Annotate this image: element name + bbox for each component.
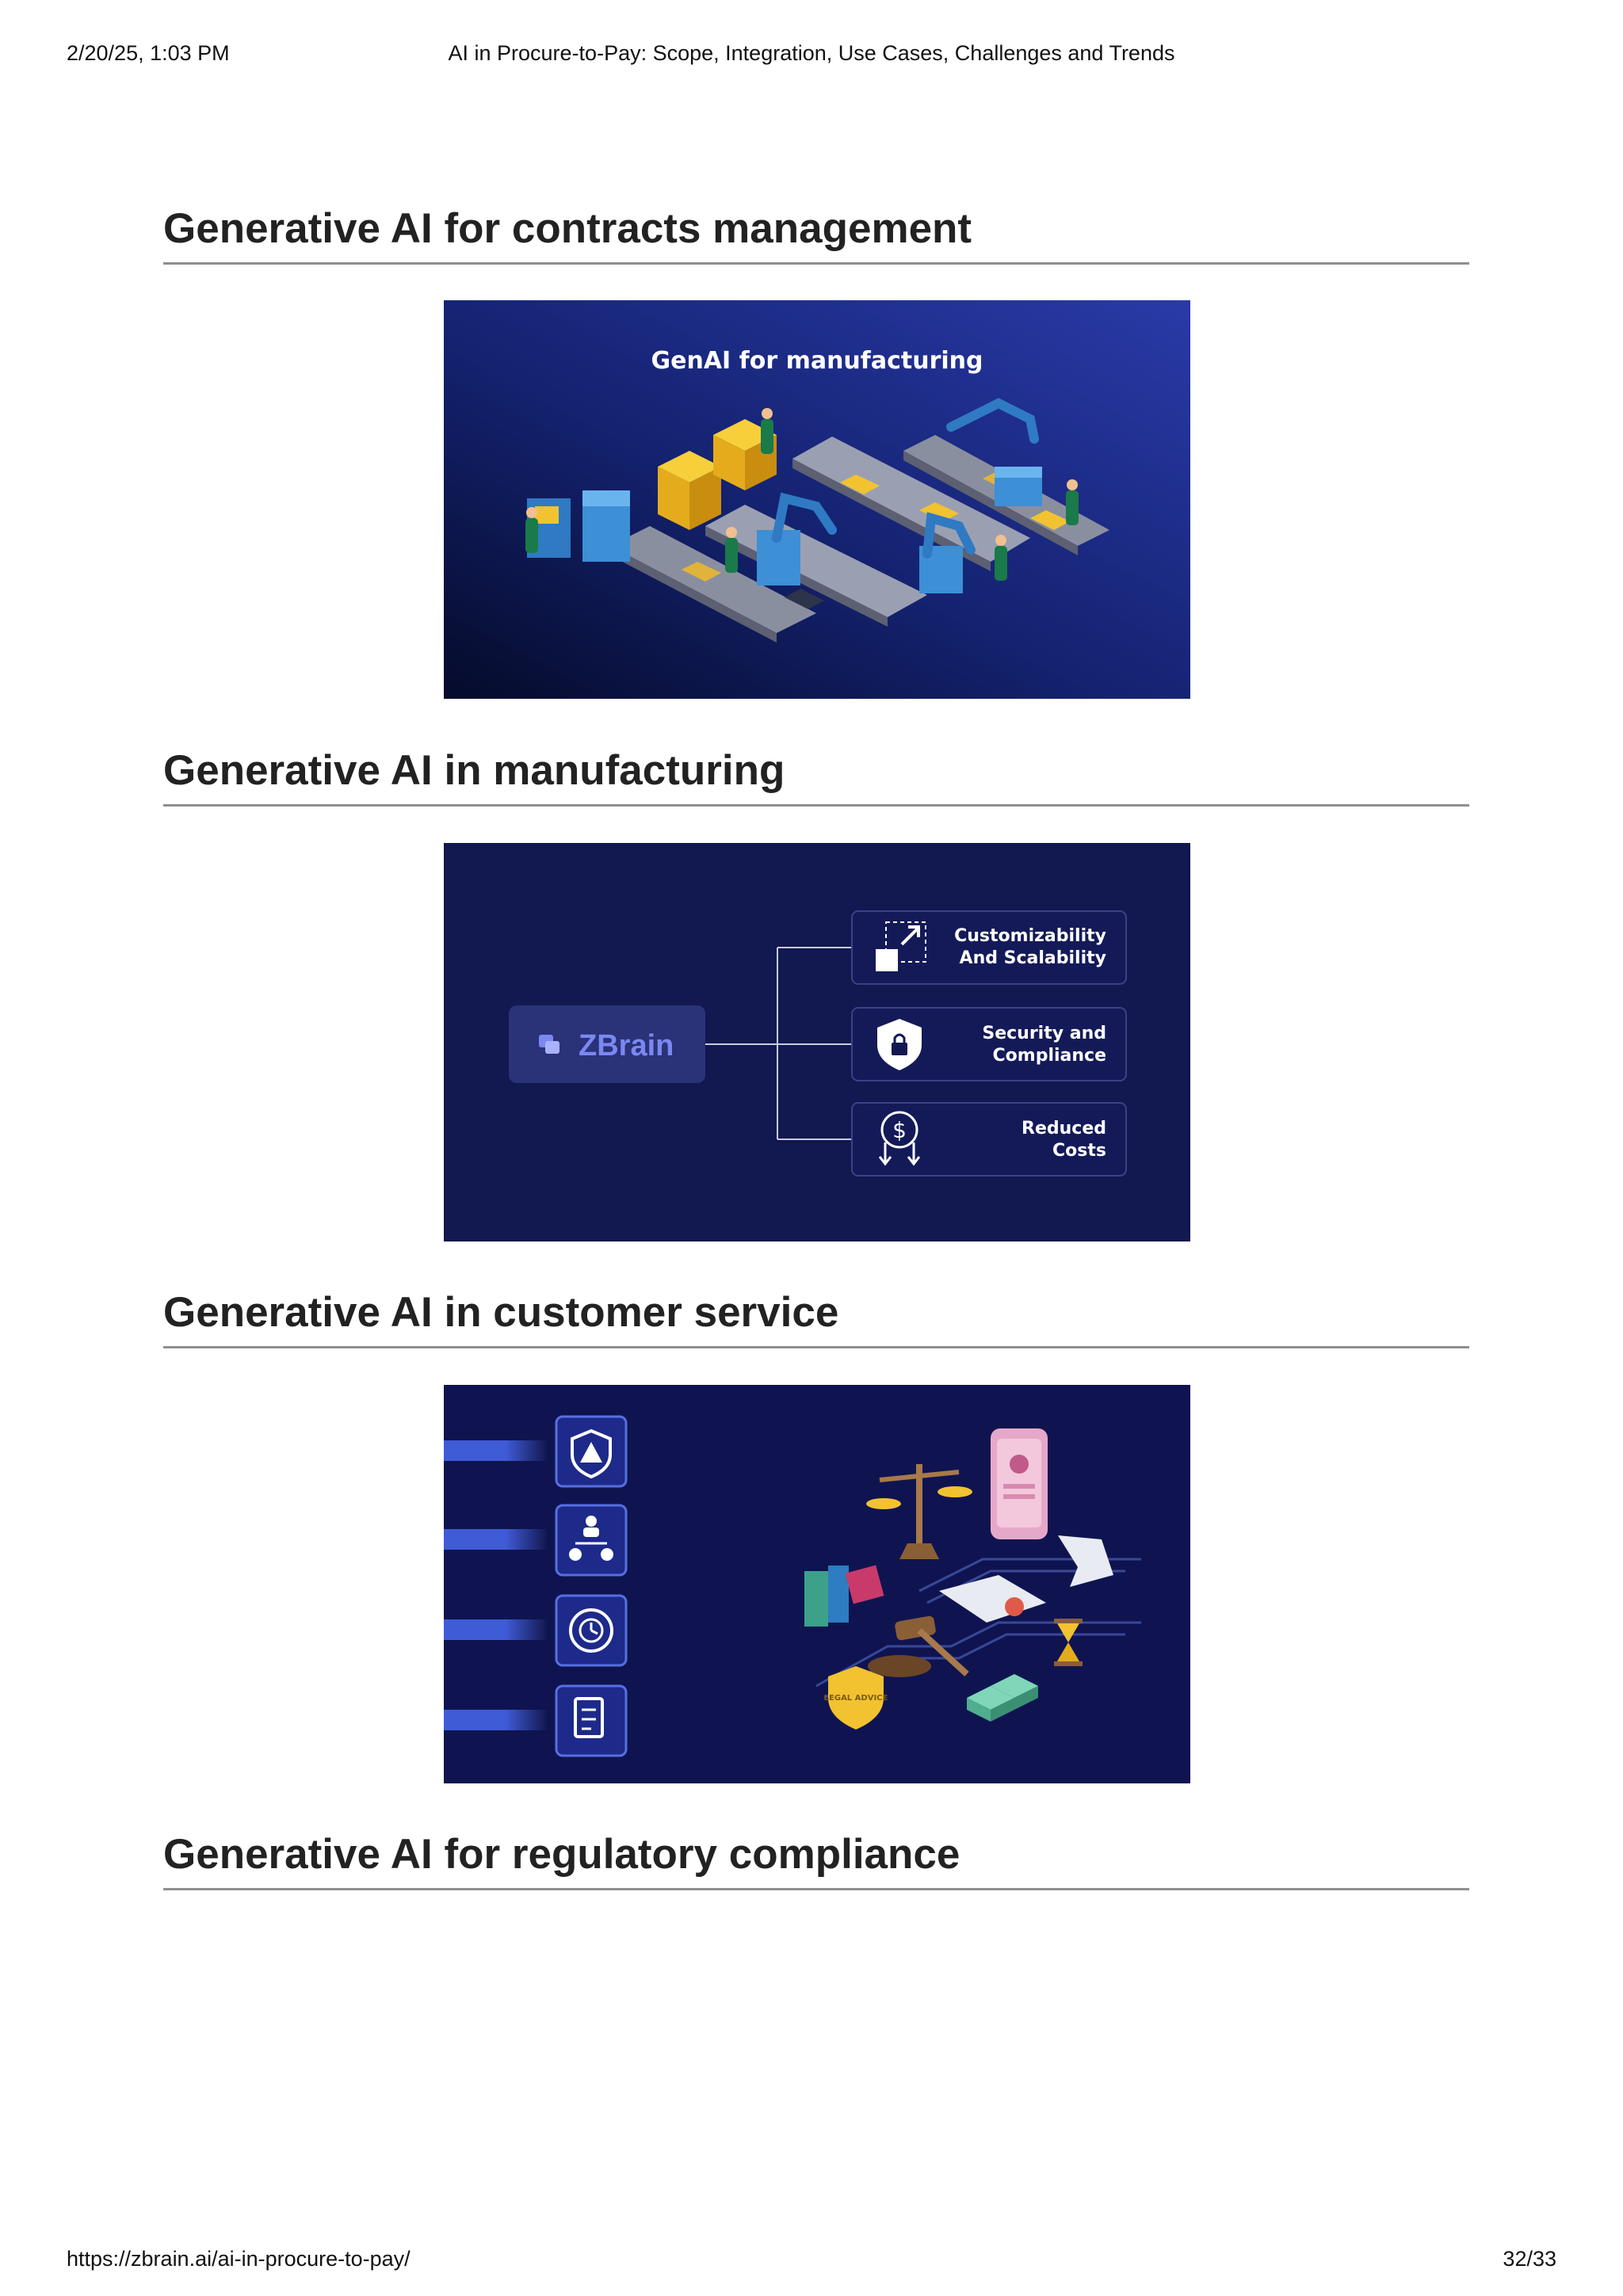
legal-advice-text: LEGAL ADVICE [824,1694,888,1703]
section-heading-regulatory-compliance: Generative AI for regulatory compliance [163,1833,1469,1890]
org-approval-icon [555,1504,628,1577]
benefit-label-line1: Security and [982,1024,1106,1043]
books-icon [804,1565,884,1627]
gavel-icon [868,1615,969,1677]
workers [525,408,1079,581]
checklist-icon [555,1684,628,1757]
benefit-security: Security and Compliance [851,1007,1127,1081]
section-heading-contracts: Generative AI for contracts management [163,208,1469,265]
print-footer: https://zbrain.ai/ai-in-procure-to-pay/ … [67,2247,1556,2279]
print-date: 2/20/25, 1:03 PM [67,41,230,65]
hourglass-icon [1054,1619,1083,1666]
benefit-costs: $ Reduced Costs [851,1102,1127,1177]
figure-caption: GenAI for manufacturing [651,347,983,375]
receipt-icon [1058,1535,1113,1587]
benefit-label-line2: Compliance [993,1046,1106,1066]
benefit-label-line1: Reduced [1022,1119,1106,1138]
zbrain-logo-text: ZBrain [579,1029,674,1062]
money-stacks-icon [967,1674,1038,1722]
clock-cycle-icon [555,1594,628,1667]
section-heading-manufacturing: Generative AI in manufacturing [163,749,1469,807]
print-title: AI in Procure-to-Pay: Scope, Integration… [448,41,1175,65]
legal-advice-badge: LEGAL ADVICE [824,1666,888,1730]
benefit-customizability: Customizability And Scalability [851,910,1127,985]
robot-arms [772,398,1039,559]
machines [527,467,1042,593]
genai-manufacturing-figure: GenAI for manufacturing [444,300,1190,699]
benefit-label-line1: Customizability [954,926,1106,946]
page-url: https://zbrain.ai/ai-in-procure-to-pay/ [67,2247,411,2271]
warning-shield-icon [555,1415,628,1488]
scales-of-justice-icon [866,1464,972,1559]
compliance-illustration-figure: LEGAL ADVICE [444,1385,1190,1783]
svg-text:$: $ [892,1117,907,1143]
dollar-down-icon [880,1111,918,1149]
zbrain-benefits-figure: ZBrain Customizability And Scalability S… [444,843,1190,1241]
benefit-label-line2: Costs [1052,1141,1106,1161]
phone-icon [991,1428,1048,1539]
section-heading-customer-service: Generative AI in customer service [163,1291,1469,1348]
page-number: 32/33 [1503,2247,1556,2271]
document-seal-icon [939,1575,1046,1623]
box-stacks [658,419,777,530]
connector-lines [705,947,852,1140]
benefit-label-line2: And Scalability [960,948,1106,968]
print-header: 2/20/25, 1:03 PM AI in Procure-to-Pay: S… [67,41,1556,73]
scale-arrow-icon [885,921,926,963]
zbrain-logo: ZBrain [509,1005,705,1083]
left-bars [444,1440,547,1730]
